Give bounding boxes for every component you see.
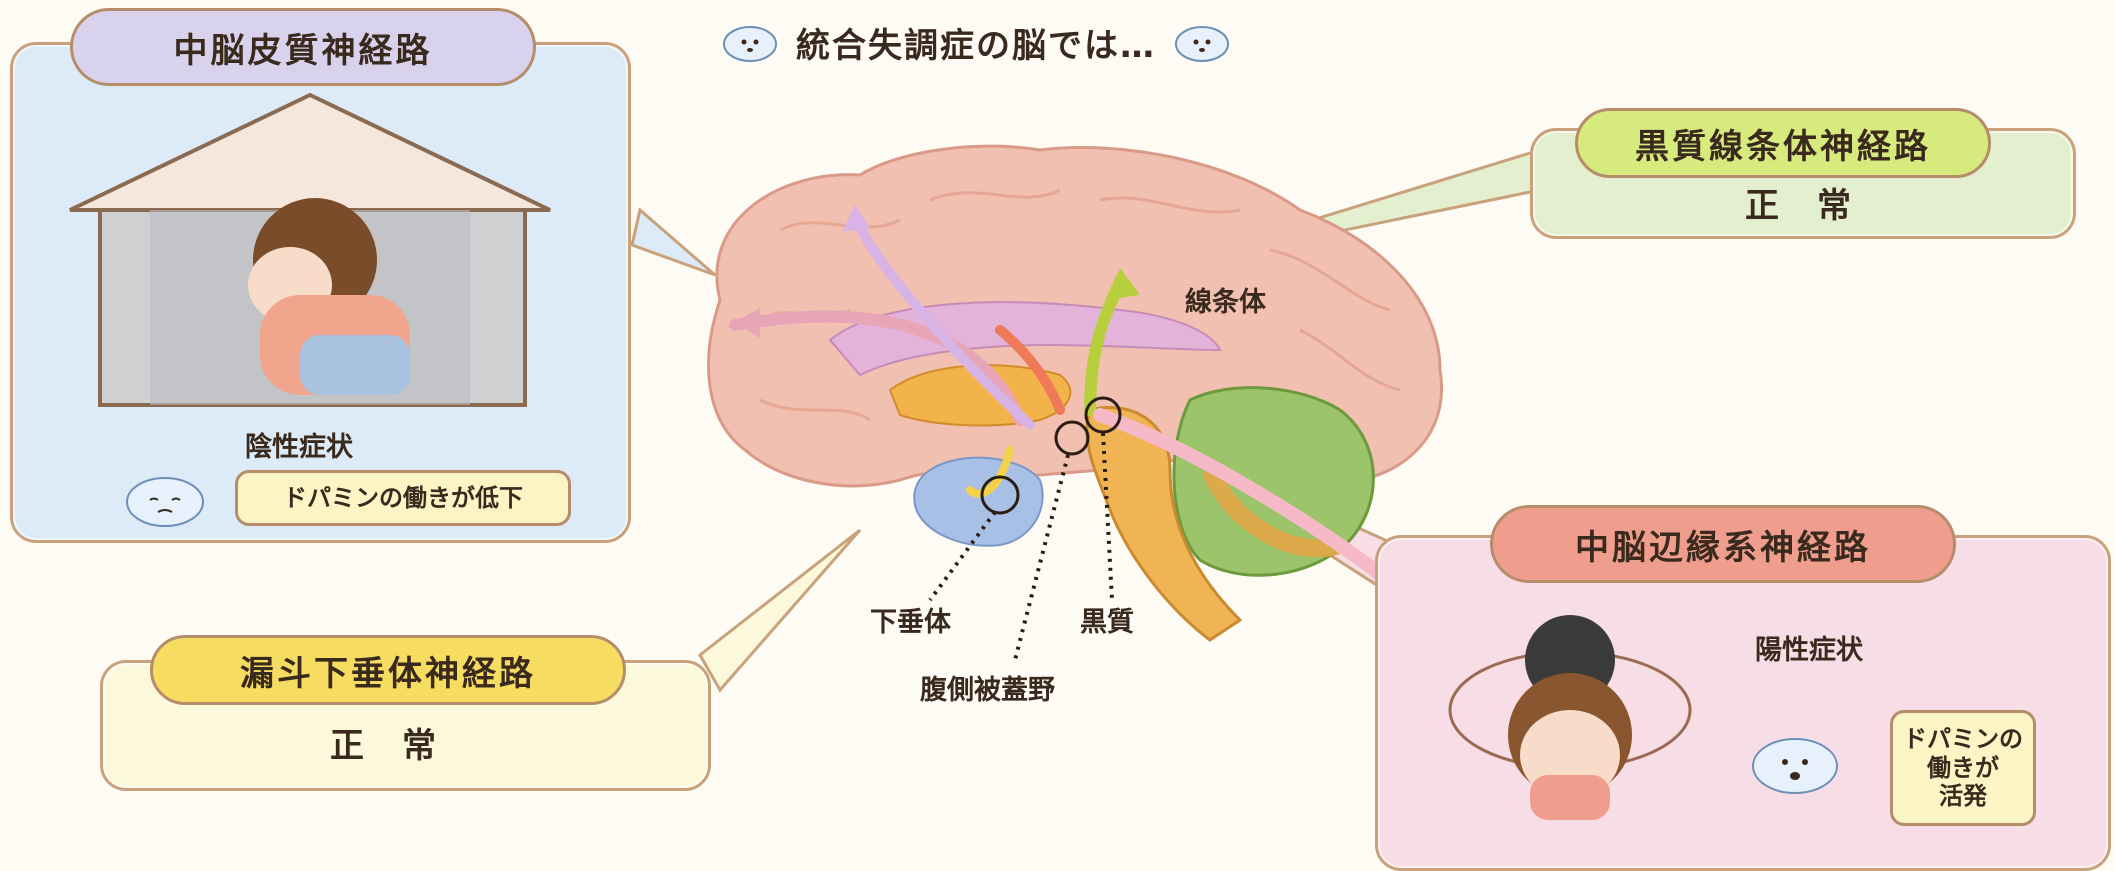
negative-symptom-label: 陰性症状 bbox=[245, 425, 353, 464]
face-mascot-icon bbox=[120, 470, 210, 530]
pituitary-blob bbox=[914, 458, 1042, 546]
face-mascot-icon bbox=[1172, 20, 1232, 64]
tuberoinfundibular-status: 正常 bbox=[330, 718, 474, 767]
mesocortical-pill: 中脳皮質神経路 bbox=[70, 8, 536, 86]
mesolimbic-pill: 中脳辺縁系神経路 bbox=[1490, 505, 1956, 583]
tuberoinfundibular-name: 漏斗下垂体神経路 bbox=[240, 646, 536, 695]
bubble-line-2: 働きが bbox=[1927, 754, 1999, 783]
mesolimbic-bubble: ドパミンの 働きが 活発 bbox=[1890, 710, 2036, 826]
vta-label: 腹側被蓋野 bbox=[920, 668, 1055, 707]
face-mascot-icon bbox=[720, 20, 780, 64]
pituitary-label: 下垂体 bbox=[870, 600, 951, 639]
nigrostriatal-name: 黒質線条体神経路 bbox=[1635, 119, 1931, 168]
striatum-label: 線条体 bbox=[1185, 280, 1266, 319]
title-row: 統合失調症の脳では… bbox=[720, 12, 1232, 72]
mesocortical-connector bbox=[632, 210, 715, 275]
substantia-nigra-label: 黒質 bbox=[1080, 600, 1134, 639]
nigrostriatal-pill: 黒質線条体神経路 bbox=[1575, 108, 1991, 178]
mesocortical-name: 中脳皮質神経路 bbox=[174, 23, 433, 72]
tuberoinfundibular-connector bbox=[700, 530, 860, 690]
positive-symptom-label: 陽性症状 bbox=[1755, 628, 1863, 667]
bubble-line-1: ドパミンの bbox=[1903, 725, 2023, 754]
mesolimbic-name: 中脳辺縁系神経路 bbox=[1575, 520, 1871, 569]
page-title: 統合失調症の脳では… bbox=[796, 18, 1156, 67]
tuberoinfundibular-pill: 漏斗下垂体神経路 bbox=[150, 635, 626, 705]
mesocortical-bubble: ドパミンの働きが低下 bbox=[235, 470, 571, 526]
house-illustration bbox=[60, 85, 560, 415]
girl-illustration bbox=[1435, 615, 1705, 825]
bubble-line-3: 活発 bbox=[1939, 782, 1987, 811]
nigrostriatal-status: 正常 bbox=[1745, 178, 1889, 227]
face-mascot-icon bbox=[1745, 728, 1845, 798]
